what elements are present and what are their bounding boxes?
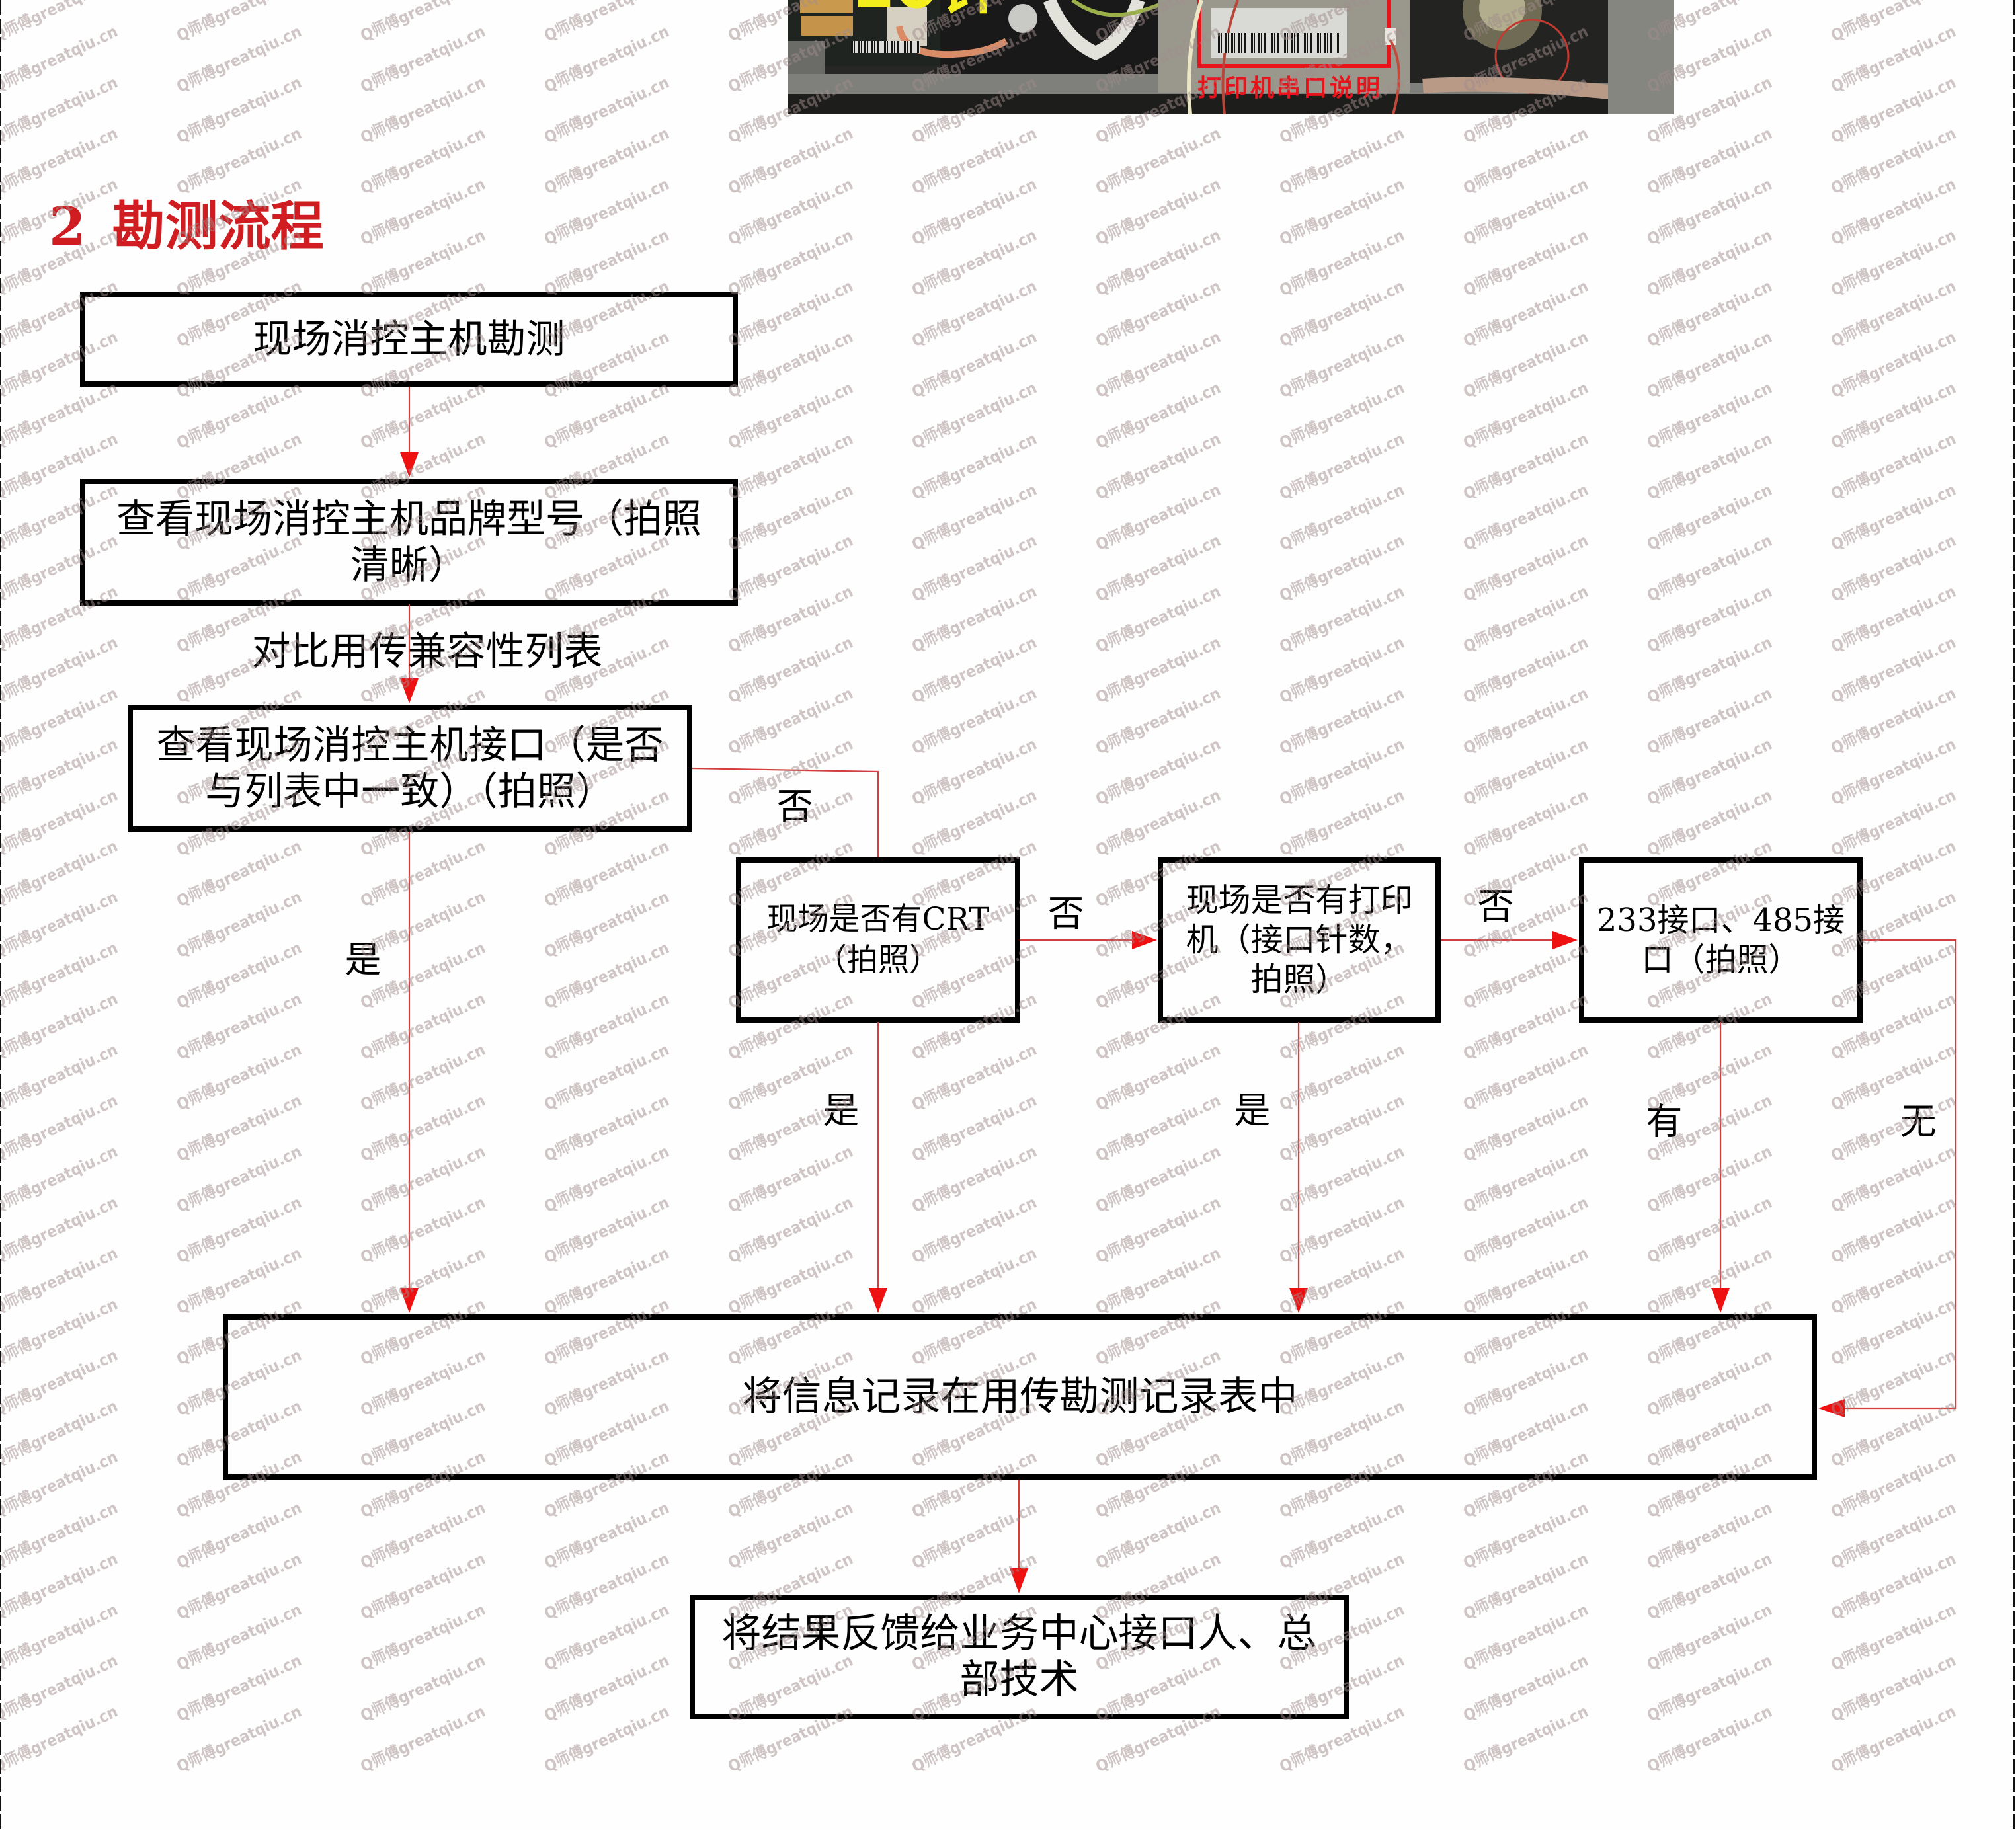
arrow-down-icon [1711, 1288, 1730, 1313]
edge-label-port-no: 无 [1900, 1103, 1936, 1140]
edge-label-port-yes: 有 [1646, 1100, 1683, 1143]
section-title: 勘测流程 [112, 195, 324, 257]
edge-label-compare-list: 对比用传兼容性列表 [251, 628, 603, 674]
arrow-down-icon [400, 452, 419, 477]
connector-port-no-to-record [1841, 939, 1957, 1410]
arrow-down-icon [869, 1288, 887, 1313]
arrow-down-icon [400, 678, 419, 703]
edge-label-interface-no: 否 [776, 785, 813, 828]
edge-label-crt-no: 否 [1047, 892, 1084, 935]
edge-label-interface-yes: 是 [344, 938, 382, 981]
left-dashed-border [0, 0, 1, 1830]
arrow-left-icon [1818, 1399, 1845, 1417]
arrow-down-icon [400, 1288, 419, 1313]
arrow-right-icon [1552, 931, 1578, 949]
section-number: 2 [49, 195, 86, 257]
edge-label-printer-no: 否 [1477, 885, 1514, 928]
arrowheads [400, 452, 1845, 1593]
edge-label-printer-yes: 是 [1234, 1089, 1271, 1132]
edge-label-crt-yes: 是 [823, 1092, 859, 1129]
arrow-down-icon [1010, 1568, 1028, 1593]
connector-lines [408, 387, 1957, 1570]
arrow-down-icon [1289, 1288, 1308, 1313]
right-dashed-border [2013, 0, 2015, 1830]
arrow-right-icon [1132, 931, 1157, 949]
section-heading: 2勘测流程 [49, 200, 324, 253]
